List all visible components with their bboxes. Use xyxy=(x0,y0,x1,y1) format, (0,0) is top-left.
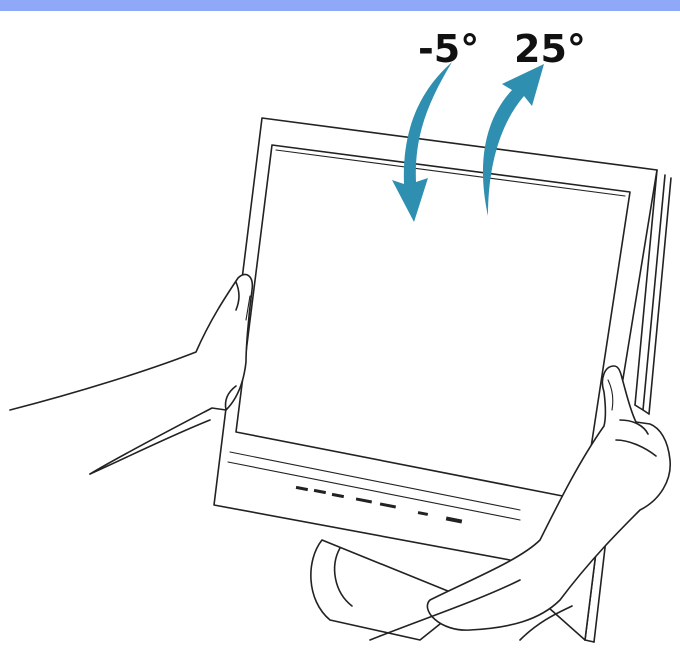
left-hand-icon xyxy=(10,274,252,474)
tilt-forward-label: -5° xyxy=(418,27,479,71)
tilt-backward-label: 25° xyxy=(514,27,586,71)
top-band xyxy=(0,0,680,11)
